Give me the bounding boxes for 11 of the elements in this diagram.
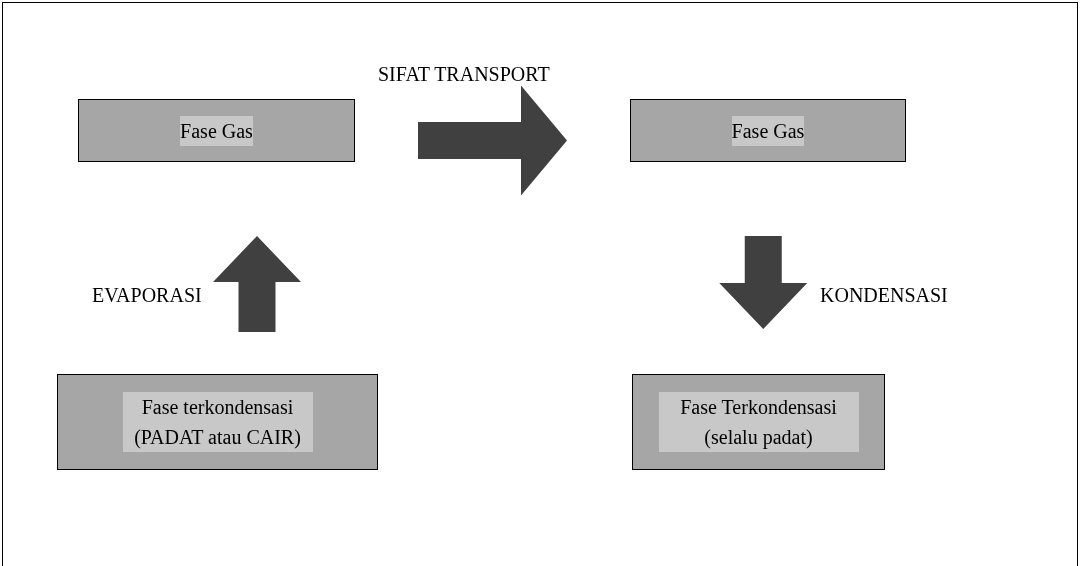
process-box — [632, 374, 885, 470]
process-box — [630, 99, 906, 162]
process-box — [57, 374, 378, 470]
block-arrow — [719, 236, 808, 329]
box-label: Fase Terkondensasi (selalu padat) — [658, 392, 859, 452]
box-label: Fase Gas — [180, 115, 253, 146]
block-arrow — [213, 236, 301, 332]
process-box — [78, 99, 355, 162]
box-label: Fase terkondensasi (PADAT atau CAIR) — [122, 392, 313, 452]
box-label: Fase Gas — [731, 115, 805, 146]
block-arrow — [418, 85, 567, 196]
